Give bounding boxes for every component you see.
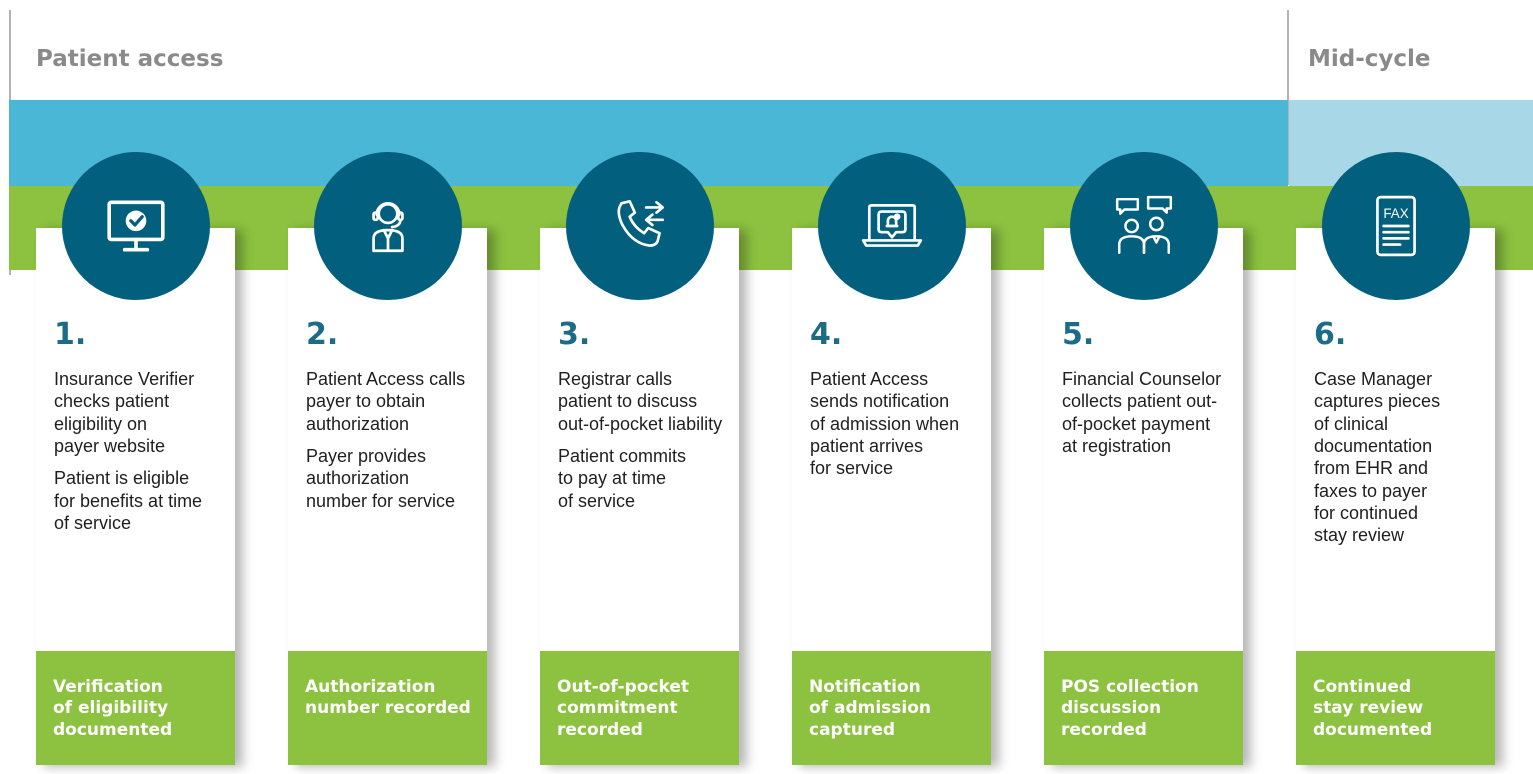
step-icon-circle-4 [818,152,966,300]
step-icon-circle-6: FAX [1322,152,1470,300]
step-outcome: Continued stay review documented [1296,651,1495,765]
laptop-notification-icon [861,204,923,247]
step-description: Patient Access sends notification of adm… [810,369,960,479]
step-outcome-text: POS collection discussion recorded [1061,677,1199,740]
step-outcome: Authorization number recorded [288,651,487,765]
step-outcome: POS collection discussion recorded [1044,651,1243,765]
step-icon-circle-3 [566,152,714,300]
step-number: 3. [558,317,591,352]
step-description: Payer provides authorization number for … [306,445,456,511]
step-number: 4. [810,317,843,352]
step-description: Patient is eligible for benefits at time… [54,468,203,533]
step-card-6: 6. Case Manager captures pieces of clini… [1296,228,1495,765]
step-description: Case Manager captures pieces of clinical… [1314,369,1441,546]
step-outcome: Notification of admission captured [792,651,991,765]
step-description: Patient Access calls payer to obtain aut… [306,369,466,434]
step-outcome-text: Continued stay review documented [1313,677,1433,740]
step-outcome-text: Authorization number recorded [305,677,471,719]
step-outcome: Verification of eligibility documented [36,651,235,765]
step-description: Financial Counselor collects patient out… [1062,369,1222,456]
step-outcome: Out-of-pocket commitment recorded [540,651,739,765]
monitor-check-icon [107,200,165,252]
step-description: Patient commits to pay at time of servic… [558,445,687,511]
green-timeline-band [9,186,1533,270]
phase-divider-mid [1287,10,1289,185]
step-icon-circle-1 [62,152,210,300]
step-outcome-text: Notification of admission captured [809,677,932,740]
phase-label-mid-cycle: Mid-cycle [1308,46,1431,72]
step-card-3: 3. Registrar calls patient to discuss ou… [540,228,739,765]
phone-transfer-icon [617,199,665,247]
step-card-2: 2. Patient Access calls payer to obtain … [288,228,487,765]
phase-label-patient-access: Patient access [36,46,224,72]
step-number: 1. [54,317,87,352]
step-card-5: 5. Financial Counselor collects patient … [1044,228,1243,765]
step-description: Insurance Verifier checks patient eligib… [54,369,195,456]
fax-document-icon: FAX [1376,195,1416,257]
step-number: 5. [1062,317,1095,352]
step-icon-circle-2 [314,152,462,300]
step-card-4: 4. Patient Access sends notification of … [792,228,991,765]
headset-agent-icon [372,202,404,253]
step-outcome-text: Out-of-pocket commitment recorded [557,677,689,740]
step-card-1: 1. Insurance Verifier checks patient eli… [36,228,235,765]
fax-icon-label: FAX [1383,206,1408,221]
step-description: Registrar calls patient to discuss out-o… [558,369,723,434]
step-number: 6. [1314,317,1347,352]
step-outcome-text: Verification of eligibility documented [53,677,173,740]
conversation-people-icon [1115,195,1173,255]
step-number: 2. [306,317,339,352]
step-icon-circle-5 [1070,152,1218,300]
